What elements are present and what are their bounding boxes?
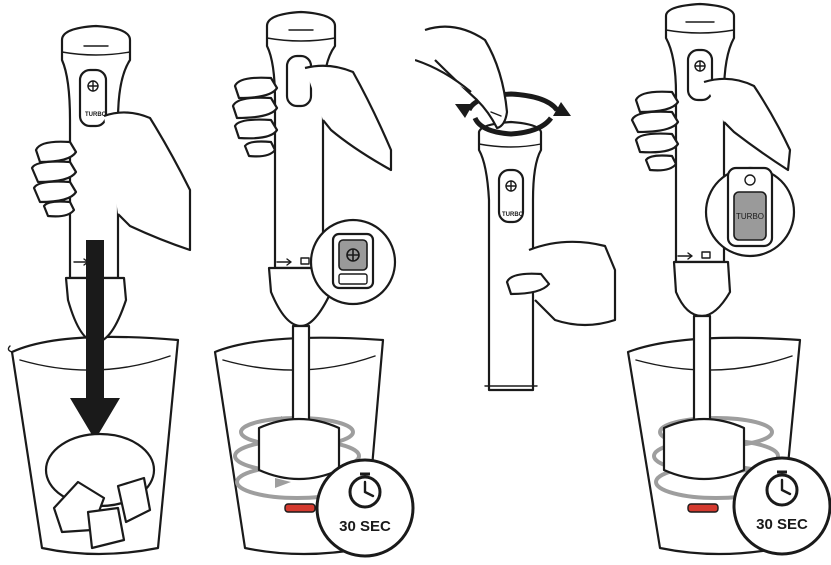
step-4-turbo-panel: TURBO 30 SEC [620, 0, 831, 565]
turbo-button-label: TURBO [736, 212, 764, 221]
turbo-button-label: TURBO [502, 212, 524, 218]
power-icon [347, 249, 359, 261]
turbo-button-zoom: TURBO [706, 168, 794, 256]
timer-label: 30 SEC [756, 516, 808, 533]
timer-badge: 30 SEC [734, 458, 830, 554]
step-3-twist-panel: TURBO [415, 0, 620, 565]
power-button-zoom [311, 220, 395, 304]
hand-twisting-top [415, 27, 507, 128]
step-2-blend-panel: 30 SEC [205, 0, 415, 565]
timer-badge: 30 SEC [317, 460, 413, 556]
turbo-button-label: TURBO [85, 112, 107, 118]
ingredients [46, 434, 154, 548]
timer-label: 30 SEC [339, 518, 391, 535]
step-1-insert-panel: TURBO [0, 0, 205, 565]
